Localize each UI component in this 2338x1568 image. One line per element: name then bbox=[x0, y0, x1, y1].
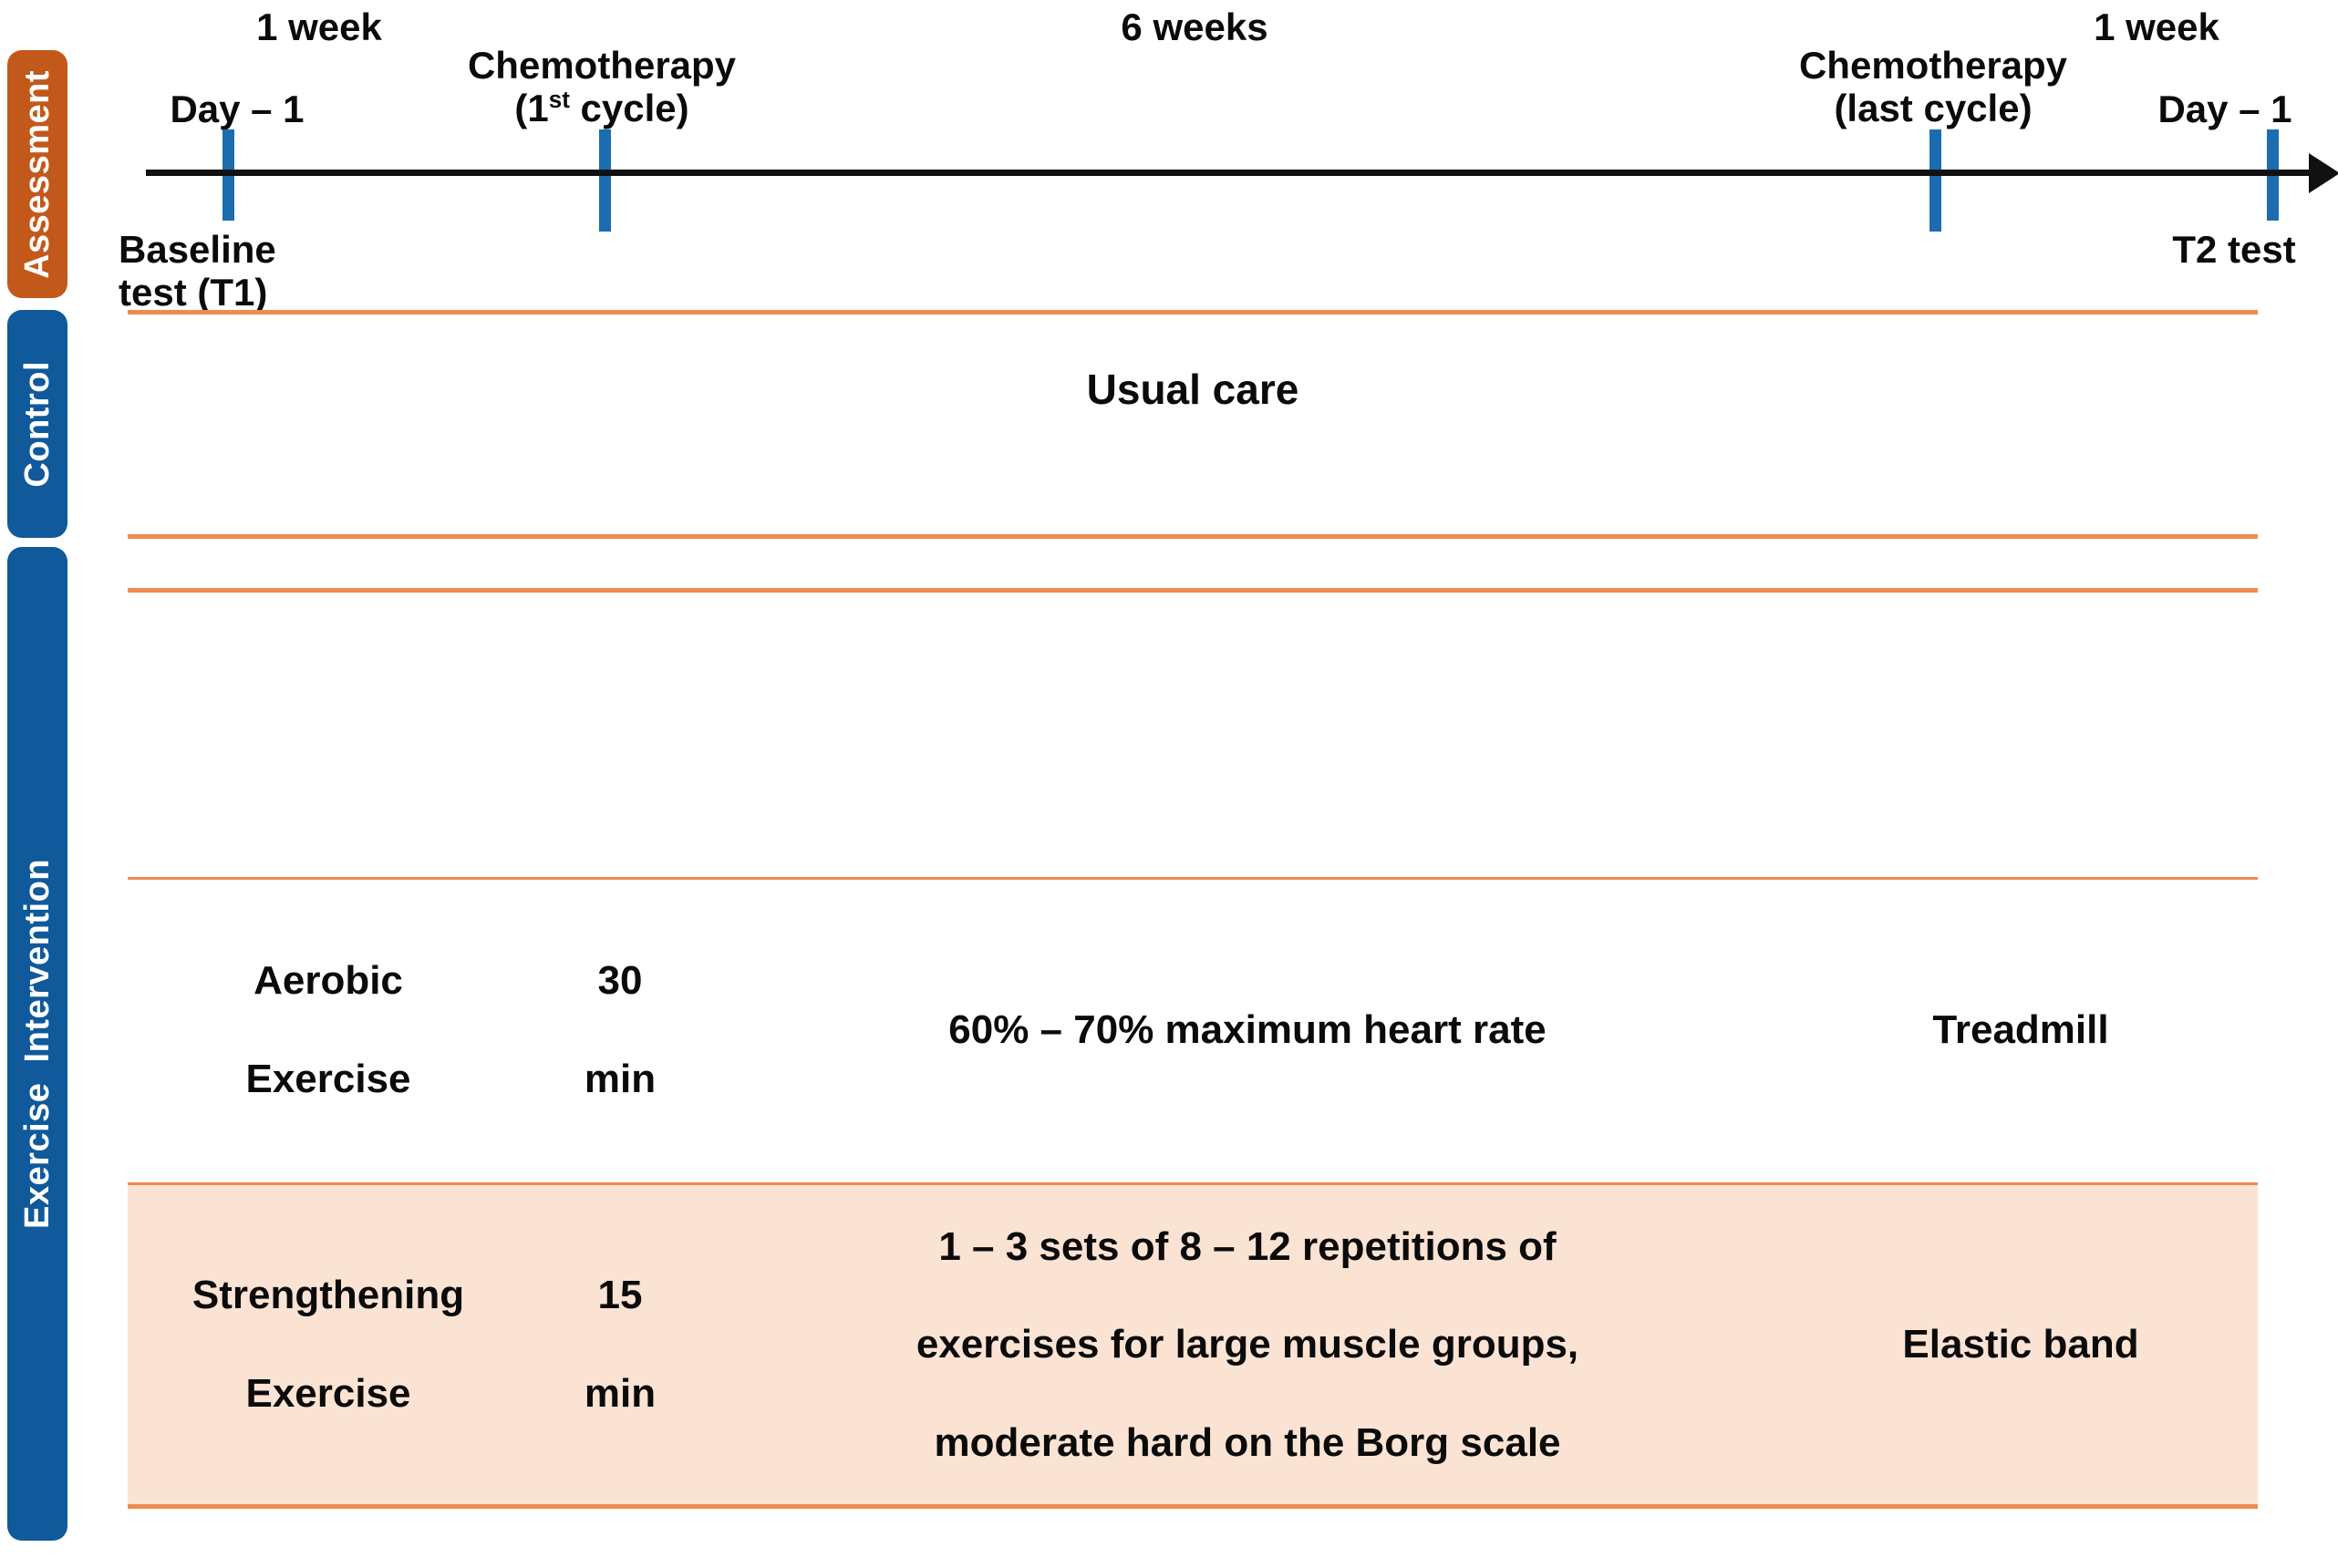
divider-rule-3 bbox=[128, 588, 2258, 593]
chemo-cycle-prefix: (1 bbox=[514, 87, 549, 130]
timeline-marker-2-above: Chemotherapy (1st cycle) bbox=[328, 44, 875, 129]
exercise-duration-strengthening-line2: min bbox=[584, 1370, 657, 1416]
timeline-marker-1-below: Baseline test (T1) bbox=[68, 228, 415, 314]
divider-rule-6 bbox=[128, 1504, 2258, 1509]
divider-rule-5 bbox=[128, 1182, 2258, 1187]
timeline-span-label-3: 1 week bbox=[2094, 5, 2219, 48]
exercise-description-aerobic: 60% – 70% maximum heart rate bbox=[948, 1007, 1547, 1053]
exercise-name-strengthening: Strengthening Exercise bbox=[128, 1222, 529, 1467]
timeline-marker-1-below-line1: Baseline bbox=[119, 228, 276, 271]
exercise-description-strengthening: 1 – 3 sets of 8 – 12 repetitions of exer… bbox=[711, 1173, 1784, 1516]
exercise-duration-aerobic-line1: 30 bbox=[597, 958, 643, 1004]
exercise-name-aerobic-line2: Exercise bbox=[245, 1056, 411, 1101]
exercise-duration-strengthening: 15 min bbox=[529, 1222, 711, 1467]
band-assessment-label: Assessment bbox=[18, 69, 57, 279]
timeline-marker-4-above: Day – 1 bbox=[2157, 88, 2292, 130]
divider-rule-4 bbox=[128, 877, 2258, 882]
timeline-arrow-icon bbox=[2309, 153, 2338, 193]
exercise-name-strengthening-line1: Strengthening bbox=[191, 1273, 465, 1318]
exercise-row-aerobic: Aerobic Exercise 30 min 60% – 70% maximu… bbox=[128, 880, 2258, 1181]
assessment-timeline: 1 week 6 weeks 1 week Day – 1 Baseline t… bbox=[119, 0, 2338, 314]
band-control-label: Control bbox=[18, 360, 57, 488]
timeline-span-label-1: 1 week bbox=[256, 5, 382, 48]
exercise-equipment-strengthening: Elastic band bbox=[1902, 1322, 2139, 1367]
divider-rule-1 bbox=[128, 310, 2258, 315]
chemo-cycle-superscript: st bbox=[548, 86, 570, 114]
band-exercise-intervention-label: Exercise Intervention bbox=[18, 859, 57, 1229]
timeline-tick-3 bbox=[1929, 129, 1941, 232]
timeline-span-label-2: 6 weeks bbox=[1121, 5, 1268, 48]
band-exercise-intervention: Exercise Intervention bbox=[7, 547, 67, 1541]
timeline-marker-3-above-line1: Chemotherapy bbox=[1798, 44, 2068, 87]
timeline-marker-4-below: T2 test bbox=[2172, 228, 2296, 271]
exercise-equipment-aerobic: Treadmill bbox=[1932, 1007, 2109, 1053]
timeline-axis bbox=[146, 170, 2316, 176]
exercise-description-strengthening-line1: 1 – 3 sets of 8 – 12 repetitions of bbox=[938, 1223, 1557, 1269]
exercise-description-strengthening-line3: moderate hard on the Borg scale bbox=[934, 1419, 1561, 1465]
exercise-name-strengthening-line2: Exercise bbox=[245, 1370, 411, 1416]
band-assessment: Assessment bbox=[7, 50, 67, 298]
exercise-name-aerobic-line1: Aerobic bbox=[253, 958, 403, 1004]
control-usual-care-text: Usual care bbox=[1086, 366, 1299, 413]
timeline-marker-1-above: Day – 1 bbox=[170, 88, 305, 130]
exercise-description-strengthening-line2: exercises for large muscle groups, bbox=[916, 1322, 1579, 1367]
exercise-duration-strengthening-line1: 15 bbox=[597, 1273, 643, 1318]
chemo-cycle-suffix: cycle) bbox=[569, 87, 689, 130]
timeline-marker-3-above-line2: (last cycle) bbox=[1834, 87, 2033, 130]
timeline-marker-3-above: Chemotherapy (last cycle) bbox=[1660, 44, 2207, 129]
divider-rule-2 bbox=[128, 534, 2258, 539]
exercise-name-aerobic: Aerobic Exercise bbox=[128, 908, 529, 1152]
exercise-duration-aerobic: 30 min bbox=[529, 908, 711, 1152]
exercise-row-strengthening: Strengthening Exercise 15 min 1 – 3 sets… bbox=[128, 1185, 2258, 1504]
timeline-marker-1-below-line2: test (T1) bbox=[119, 271, 268, 315]
timeline-marker-2-above-line2: (1st cycle) bbox=[328, 86, 875, 130]
exercise-duration-aerobic-line2: min bbox=[584, 1056, 657, 1101]
band-control: Control bbox=[7, 310, 67, 538]
timeline-marker-2-above-line1: Chemotherapy bbox=[467, 44, 737, 87]
timeline-tick-2 bbox=[599, 129, 611, 232]
